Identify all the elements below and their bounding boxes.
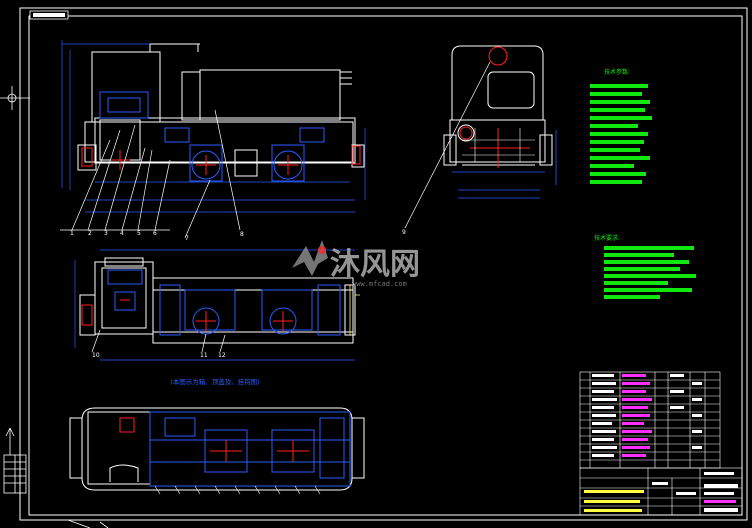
callout-10: 10 [92, 352, 100, 359]
callout-2: 2 [88, 230, 92, 237]
callout-6: 6 [153, 230, 157, 237]
callout-12: 12 [218, 352, 226, 359]
watermark-url: www.mfcad.com [352, 280, 407, 288]
callout-labels: 1 2 3 4 5 6 7 8 9 10 11 12 [70, 229, 406, 359]
watermark-text: 沐风网 [330, 247, 420, 282]
notes-heading-2: 技术要求: [594, 234, 620, 242]
end-view [443, 45, 557, 199]
callout-1: 1 [70, 230, 74, 237]
callout-7: 7 [185, 235, 189, 242]
callout-4: 4 [120, 230, 124, 237]
bottom-plan-view [69, 407, 365, 495]
tech-requirements-block: 技术要求: [594, 234, 696, 299]
callout-3: 3 [104, 230, 108, 237]
parts-list-table [579, 371, 721, 469]
tech-parameters-block: 技术参数: [590, 68, 652, 184]
callout-5: 5 [137, 230, 141, 237]
mfcad-wings-icon [292, 240, 328, 276]
watermark: 沐风网 www.mfcad.com [292, 240, 420, 288]
top-left-tab [29, 10, 69, 20]
crosshair-icon [0, 86, 30, 110]
middle-plan-view [74, 249, 360, 361]
callout-9: 9 [402, 229, 406, 236]
view-caption: (本图示为箱、顶盖及、挂钩图) [170, 377, 260, 386]
callout-11: 11 [200, 352, 208, 359]
title-block [579, 467, 743, 516]
side-elevation-view [60, 40, 491, 239]
ucs-axis-icon [3, 427, 109, 528]
notes-heading-1: 技术参数: [604, 68, 630, 76]
callout-8: 8 [240, 231, 244, 238]
drawing-frame [19, 7, 748, 521]
